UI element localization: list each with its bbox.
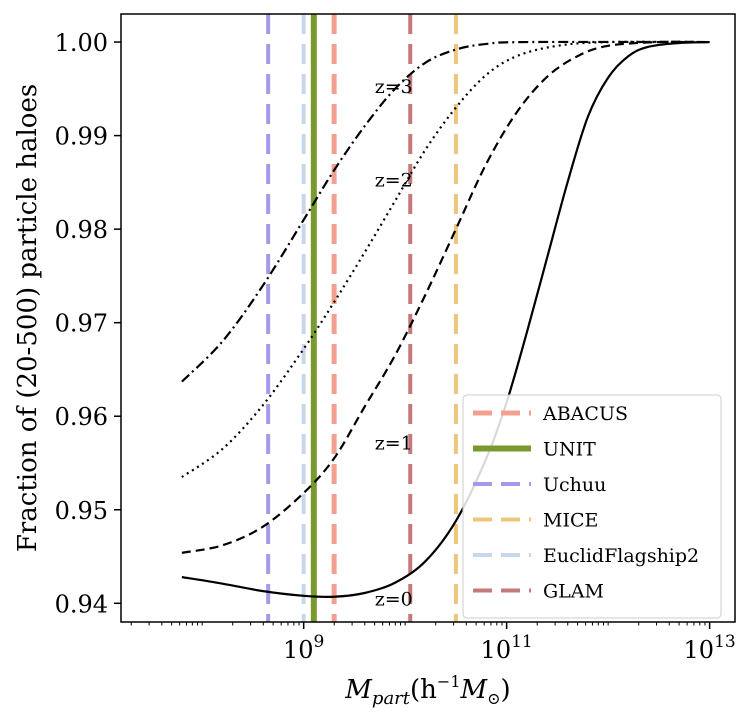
x-axis-label-m: M: [344, 675, 373, 705]
x-axis-label-unit: (h: [410, 675, 437, 705]
plot-frame: [120, 13, 736, 623]
x-tick-base: 10: [283, 636, 314, 664]
y-axis-ticks: 0.94 0.95 0.96 0.97 0.98 0.99 1.00: [55, 29, 121, 618]
x-tick-exp: 11: [511, 632, 533, 652]
y-tick-label: 0.97: [55, 310, 108, 338]
curve-z3: [181, 40, 710, 383]
x-tick-exp: 9: [314, 632, 325, 652]
legend-label-uchuu: Uchuu: [543, 474, 606, 496]
curve-labels: z=0 z=1 z=2 z=3: [375, 76, 413, 611]
x-tick-base: 10: [684, 636, 715, 664]
y-tick-label: 1.00: [55, 29, 108, 57]
legend-label-abacus: ABACUS: [542, 403, 628, 425]
x-tick-exp: 13: [714, 632, 736, 652]
y-tick-label: 0.95: [55, 497, 108, 525]
x-axis-label: Mpart(h−1M⊙): [344, 672, 510, 709]
curve-label-z2: z=2: [375, 170, 413, 192]
curve-z1: [181, 40, 710, 554]
x-tick-label: 1013: [684, 632, 736, 664]
y-tick-label: 0.99: [55, 123, 108, 151]
x-axis-label-m2: M: [460, 675, 489, 705]
x-axis-label-sub: part: [372, 688, 411, 709]
vertical-lines: [266, 14, 458, 622]
x-tick-label: 109: [283, 632, 324, 664]
x-axis-label-close: ): [501, 675, 511, 705]
curve-label-z3: z=3: [375, 76, 413, 98]
x-axis-label-sun: ⊙: [487, 689, 500, 708]
curve-label-z1: z=1: [375, 432, 413, 454]
legend-label-mice: MICE: [543, 510, 598, 532]
legend-label-glam: GLAM: [543, 581, 604, 603]
curve-z2: [181, 40, 710, 478]
x-tick-label: 1011: [481, 632, 533, 664]
y-tick-label: 0.94: [55, 590, 108, 618]
legend-label-unit: UNIT: [543, 439, 596, 461]
y-tick-label: 0.98: [55, 216, 108, 244]
x-tick-base: 10: [481, 636, 512, 664]
y-tick-label: 0.96: [55, 403, 108, 431]
legend-label-euclidflagship2: EuclidFlagship2: [543, 545, 699, 567]
x-axis-label-exp: −1: [437, 672, 461, 691]
curve-label-z0: z=0: [375, 589, 413, 611]
y-axis-label: Fraction of (20-500) particle haloes: [13, 84, 43, 552]
